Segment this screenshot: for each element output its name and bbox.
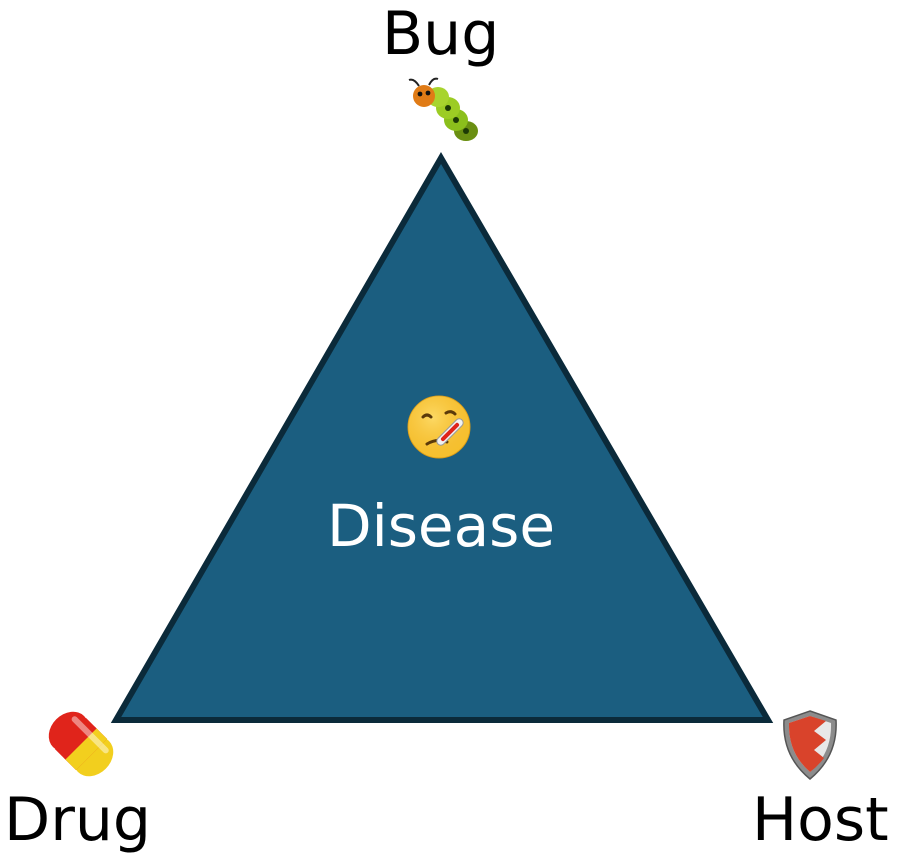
caterpillar-icon bbox=[408, 77, 478, 141]
bug-label: Bug bbox=[382, 0, 500, 69]
drug-label: Drug bbox=[4, 785, 151, 855]
disease-label: Disease bbox=[326, 492, 556, 560]
pill-icon bbox=[48, 711, 114, 777]
sick-face-thermometer-icon bbox=[407, 395, 471, 459]
shield-icon bbox=[783, 710, 837, 780]
host-label: Host bbox=[752, 785, 889, 855]
